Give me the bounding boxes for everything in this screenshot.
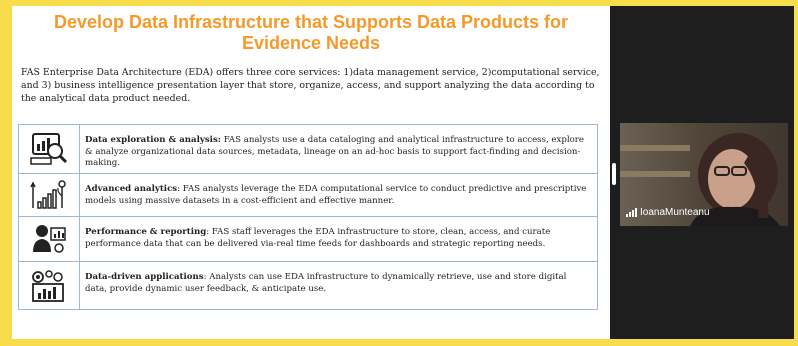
row-heading: Data-driven applications xyxy=(85,272,204,282)
row-text: : FAS analysts leverage the EDA computat… xyxy=(85,184,587,206)
shared-slide: Develop Data Infrastructure that Support… xyxy=(12,6,610,339)
signal-bars-icon xyxy=(626,208,637,217)
services-table: Data exploration & analysis: FAS analyst… xyxy=(18,124,598,310)
screen-share-border-top xyxy=(0,0,798,6)
table-row: Advanced analytics: FAS analysts leverag… xyxy=(18,174,598,217)
performance-reporting-icon xyxy=(33,225,66,253)
panel-resize-handle[interactable] xyxy=(612,163,616,185)
participant-name: IoanaMunteanu xyxy=(640,207,710,218)
participant-name-label: IoanaMunteanu xyxy=(626,207,710,218)
screen-share-border-right xyxy=(794,0,798,346)
table-row: Performance & reporting: FAS staff lever… xyxy=(18,217,598,262)
table-row: Data-driven applications: Analysts can u… xyxy=(18,262,598,310)
row-heading: Data exploration & analysis: xyxy=(85,135,221,145)
advanced-analytics-icon xyxy=(30,180,66,209)
participant-video-feed xyxy=(690,133,780,226)
data-driven-applications-icon xyxy=(32,269,64,302)
slide-intro: FAS Enterprise Data Architecture (EDA) o… xyxy=(21,67,600,104)
participant-video-tile[interactable]: IoanaMunteanu xyxy=(620,123,788,226)
table-row: Data exploration & analysis: FAS analyst… xyxy=(18,125,598,174)
data-exploration-icon xyxy=(30,133,68,165)
row-text: : Analysts can use EDA infrastructure to… xyxy=(85,272,567,294)
row-text: FAS analysts use a data cataloging and a… xyxy=(85,135,584,168)
screen-share-border-left xyxy=(0,0,12,346)
slide-title: Develop Data Infrastructure that Support… xyxy=(53,12,569,53)
row-heading: Advanced analytics xyxy=(85,184,178,194)
row-heading: Performance & reporting xyxy=(85,227,207,237)
row-text: : FAS staff leverages the EDA infrastruc… xyxy=(85,227,551,249)
screen-share-border-bottom xyxy=(0,339,798,346)
